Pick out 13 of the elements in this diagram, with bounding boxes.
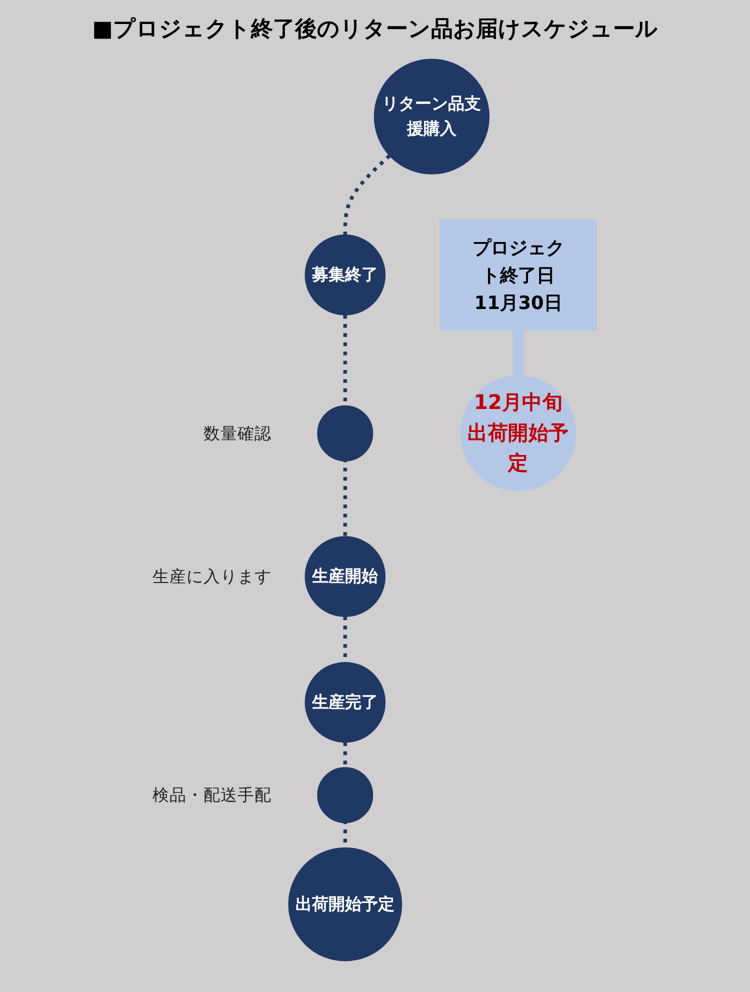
node-circle: 出荷開始予定 <box>288 847 402 962</box>
node-circle: リターン品支援購入 <box>374 58 490 174</box>
step-note: 検品・配送手配 <box>152 786 272 805</box>
node-circle: 12月中旬出荷開始予定 <box>460 376 576 492</box>
connector <box>512 328 524 378</box>
connector <box>344 154 392 236</box>
node-circle: 生産完了 <box>305 662 386 743</box>
node-circle: 募集終了 <box>305 234 386 316</box>
node-box: プロジェクト終了日 11月30日 <box>440 219 597 330</box>
node-circle: 生産開始 <box>305 536 386 617</box>
diagram-title: ■プロジェクト終了後のリターン品お届けスケジュール <box>91 16 659 44</box>
step-note: 生産に入ります <box>152 567 272 586</box>
step-note: 数量確認 <box>204 424 272 443</box>
